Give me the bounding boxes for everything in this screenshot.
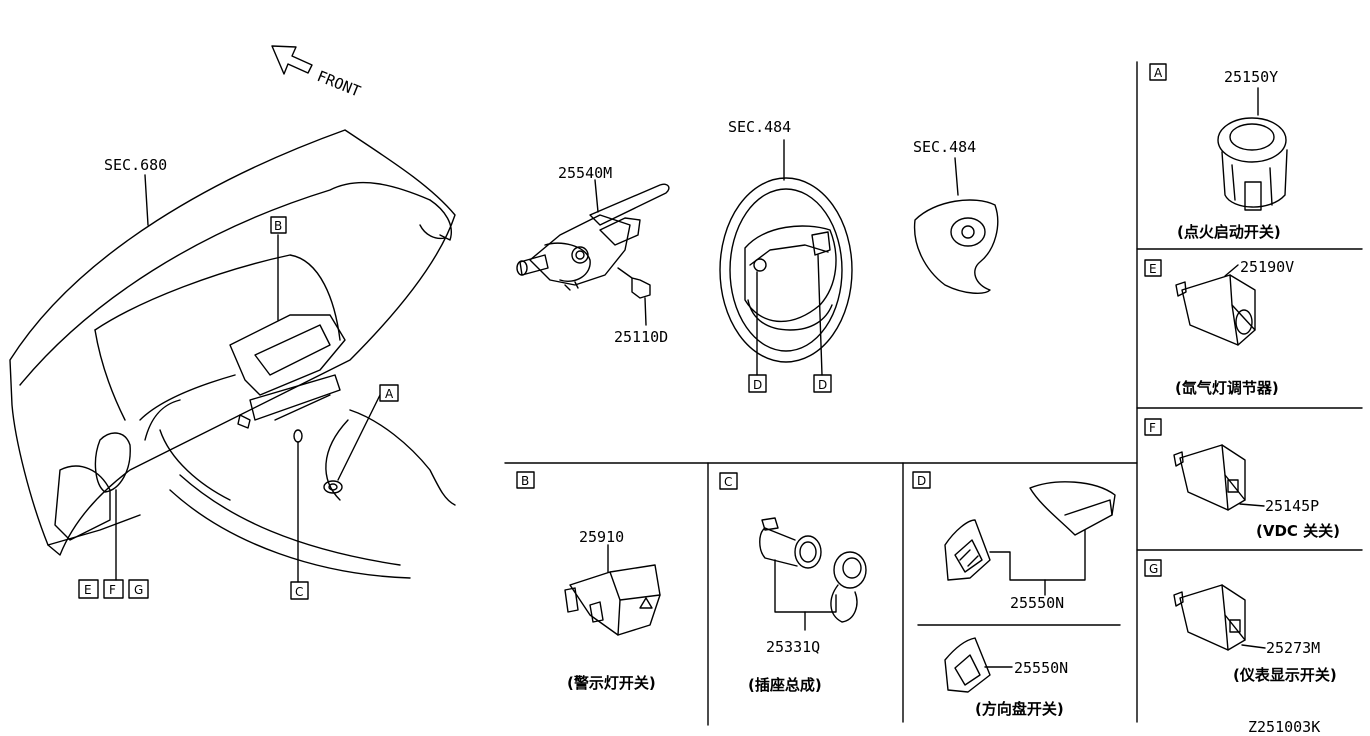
diagram-code: Z251003K <box>1248 718 1320 736</box>
box-a-letter: A <box>385 387 394 401</box>
airbag-sec-label: SEC.484 <box>913 138 976 156</box>
box-b-callout: B <box>270 216 287 234</box>
box-f-letter: F <box>109 583 116 597</box>
panel-b: B 25910 (警示灯开关) <box>516 471 661 692</box>
panel-a-part: 25150Y <box>1224 68 1278 86</box>
airbag-module <box>913 157 999 294</box>
panel-d: D 25550N 25550N (方向盘开关) <box>912 471 1116 718</box>
screw-part: 25110D <box>614 328 668 346</box>
front-label: FRONT <box>315 67 364 101</box>
panel-a-letter: A <box>1154 66 1163 80</box>
panel-g-part: 25273M <box>1266 639 1320 657</box>
combination-switch <box>516 179 670 291</box>
panel-a: A 25150Y (点火启动开关) <box>1149 63 1288 241</box>
combo-switch-part: 25540M <box>558 164 612 182</box>
panel-g-caption: (仪表显示开关) <box>1233 666 1337 684</box>
panel-b-caption: (警示灯开关) <box>567 674 656 692</box>
panel-d-part2: 25550N <box>1014 659 1068 677</box>
panel-c-letter: C <box>724 475 732 489</box>
panel-e-letter: E <box>1149 262 1157 276</box>
panel-g-letter: G <box>1149 562 1158 576</box>
panel-d-part1: 25550N <box>1010 594 1064 612</box>
panel-f-part: 25145P <box>1265 497 1319 515</box>
steering-wheel: D D <box>719 139 853 393</box>
steering-d-right: D <box>818 378 827 392</box>
panel-b-part: 25910 <box>579 528 624 546</box>
screw <box>617 267 651 326</box>
sec-680-label: SEC.680 <box>104 156 167 174</box>
box-c-callout: C <box>290 581 309 600</box>
front-arrow: FRONT <box>271 45 364 101</box>
panel-e: E 25190V (氙气灯调节器) <box>1144 258 1294 397</box>
panel-c-part: 25331Q <box>766 638 820 656</box>
panel-g: G 25273M (仪表显示开关) <box>1144 559 1337 684</box>
panel-f: F 25145P (VDC 关关) <box>1144 418 1340 540</box>
panel-dividers <box>504 61 1363 726</box>
box-b-letter: B <box>274 219 282 233</box>
steering-d-left: D <box>753 378 762 392</box>
box-g-letter: G <box>134 583 143 597</box>
panel-d-letter: D <box>917 474 926 488</box>
box-c-letter: C <box>295 585 303 599</box>
panel-f-caption: (VDC 关关) <box>1256 522 1340 540</box>
panel-b-letter: B <box>521 474 529 488</box>
panel-c-caption: (插座总成) <box>748 676 822 694</box>
panel-e-caption: (氙气灯调节器) <box>1175 379 1279 397</box>
panel-f-letter: F <box>1149 421 1156 435</box>
box-efg-callout: E F G <box>78 579 149 599</box>
dashboard-illustration <box>9 129 456 583</box>
steering-sec-label: SEC.484 <box>728 118 791 136</box>
panel-e-part: 25190V <box>1240 258 1294 276</box>
box-a-callout: A <box>379 384 399 402</box>
panel-a-caption: (点火启动开关) <box>1177 223 1281 241</box>
panel-c: C 25331Q (插座总成) <box>719 472 867 694</box>
panel-d-caption: (方向盘开关) <box>975 700 1064 718</box>
box-e-letter: E <box>84 583 92 597</box>
